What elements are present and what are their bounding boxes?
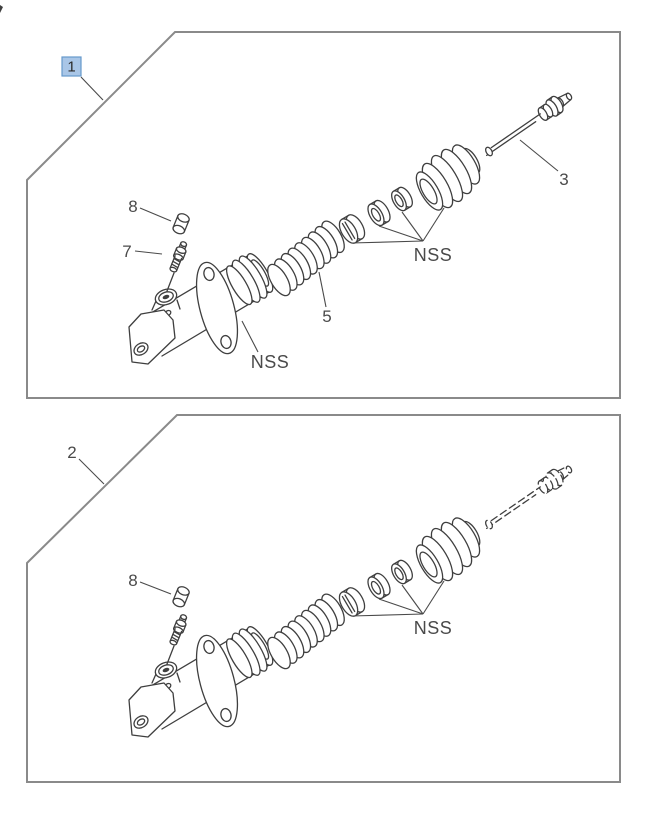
callout-1-hotspot[interactable]: 1 [61, 56, 82, 77]
panel-1-leader-lines [80, 76, 559, 353]
callout-1-label: 1 [67, 59, 75, 76]
label-cap-8[interactable]: 8 [128, 571, 137, 590]
callout-1-highlight [61, 56, 82, 77]
label-spring-5[interactable]: 5 [322, 307, 331, 326]
label-cap-8[interactable]: 8 [128, 197, 137, 216]
label-seals-nss: NSS [414, 618, 453, 638]
callout-2-label[interactable]: 2 [67, 443, 76, 462]
panel-1-border [26, 31, 621, 399]
label-seals-nss: NSS [414, 245, 453, 265]
edge-artifact [0, 5, 3, 13]
panel-assembly-1: 1 8 7 5 3 NSS NSS [26, 31, 621, 399]
label-bleeder-7[interactable]: 7 [122, 242, 131, 261]
panel-2-leader-lines [78, 458, 445, 617]
label-body-nss: NSS [251, 352, 290, 372]
label-pushrod-3[interactable]: 3 [559, 170, 568, 189]
panel-assembly-2: 2 8 NSS [26, 414, 621, 783]
